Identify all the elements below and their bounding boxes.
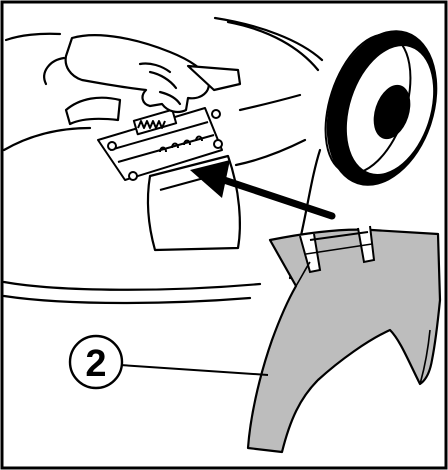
hand-icon	[44, 35, 240, 124]
callout-2: 2	[70, 336, 268, 388]
mulch-plug-icon	[248, 226, 440, 452]
callout-leader-line	[120, 365, 268, 375]
rear-wheel-icon	[308, 16, 448, 200]
callout-label: 2	[85, 343, 106, 385]
